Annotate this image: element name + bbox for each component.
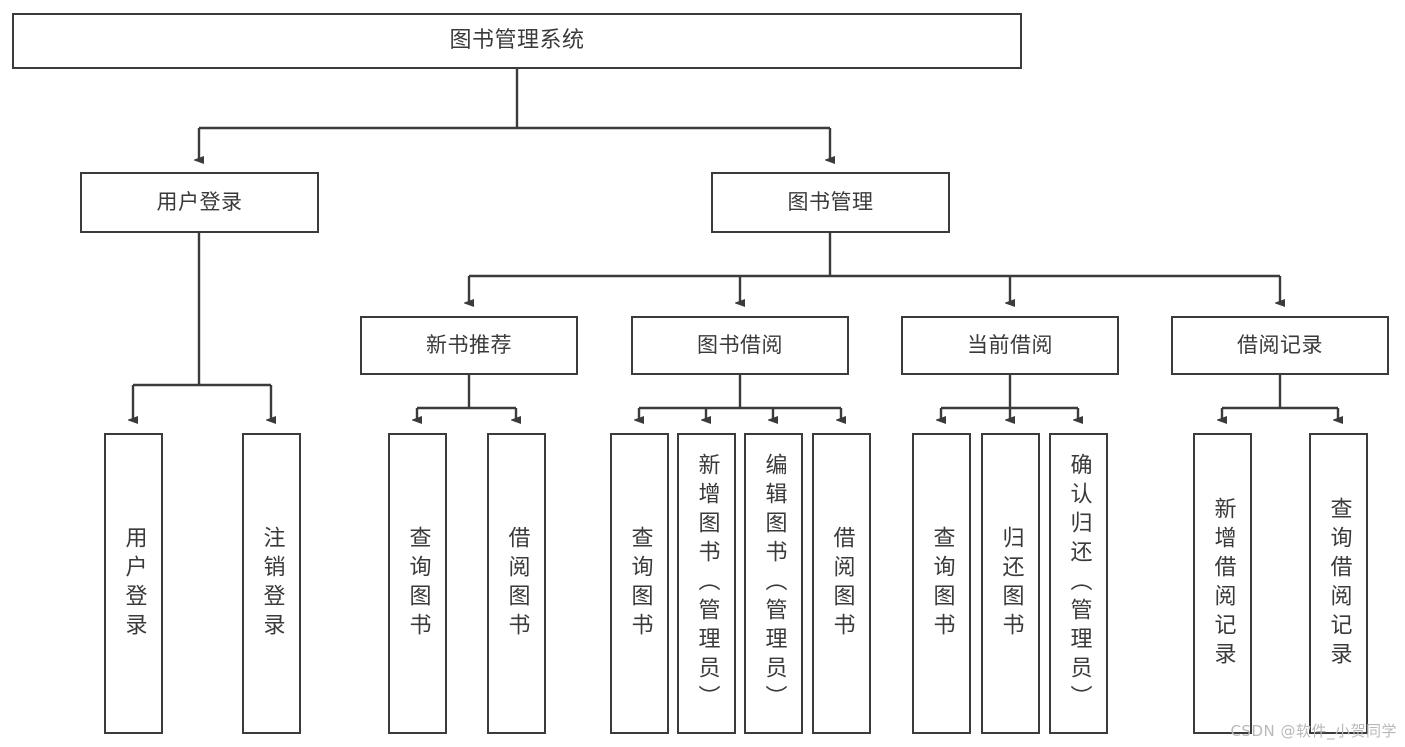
leaf-edit-book-admin[interactable]: 编辑图书（管理员） [744,433,803,734]
node-label: 借阅图书 [829,525,855,642]
node-label: 新书推荐 [426,333,512,358]
node-label: 确认归还（管理员） [1066,453,1092,714]
node-label: 新增借阅记录 [1210,496,1236,671]
leaf-user-login[interactable]: 用户登录 [104,433,163,734]
leaf-return-book[interactable]: 归还图书 [981,433,1040,734]
node-label: 图书管理系统 [449,28,585,54]
node-new-book-recommend[interactable]: 新书推荐 [360,316,578,375]
node-label: 图书借阅 [697,333,783,358]
node-label: 查询图书 [929,525,955,642]
node-borrow-record[interactable]: 借阅记录 [1171,316,1389,375]
node-book-borrow[interactable]: 图书借阅 [631,316,849,375]
node-book-management[interactable]: 图书管理 [711,172,950,233]
leaf-query-borrow-record[interactable]: 查询借阅记录 [1309,433,1368,734]
leaf-add-book-admin[interactable]: 新增图书（管理员） [677,433,736,734]
leaf-query-book-borrow[interactable]: 查询图书 [610,433,669,734]
node-label: 查询图书 [405,525,431,642]
node-root-book-management-system[interactable]: 图书管理系统 [12,13,1022,69]
leaf-query-book-recommend[interactable]: 查询图书 [388,433,447,734]
node-label: 注销登录 [259,525,285,642]
leaf-confirm-return-admin[interactable]: 确认归还（管理员） [1049,433,1108,734]
node-label: 归还图书 [998,525,1024,642]
watermark-text: CSDN @软件_小贺同学 [1230,722,1397,740]
leaf-query-book-current[interactable]: 查询图书 [912,433,971,734]
node-label: 用户登录 [121,525,147,642]
node-label: 借阅记录 [1237,333,1323,358]
node-label: 图书管理 [787,190,874,215]
node-user-login[interactable]: 用户登录 [80,172,319,233]
node-label: 新增图书（管理员） [694,453,720,714]
leaf-add-borrow-record[interactable]: 新增借阅记录 [1193,433,1252,734]
node-label: 借阅图书 [504,525,530,642]
leaf-logout[interactable]: 注销登录 [242,433,301,734]
node-current-borrow[interactable]: 当前借阅 [901,316,1119,375]
node-label: 用户登录 [156,190,243,215]
node-label: 查询借阅记录 [1326,496,1352,671]
leaf-borrow-book[interactable]: 借阅图书 [812,433,871,734]
node-label: 查询图书 [627,525,653,642]
leaf-borrow-book-recommend[interactable]: 借阅图书 [487,433,546,734]
node-label: 当前借阅 [967,333,1053,358]
node-label: 编辑图书（管理员） [761,453,787,714]
